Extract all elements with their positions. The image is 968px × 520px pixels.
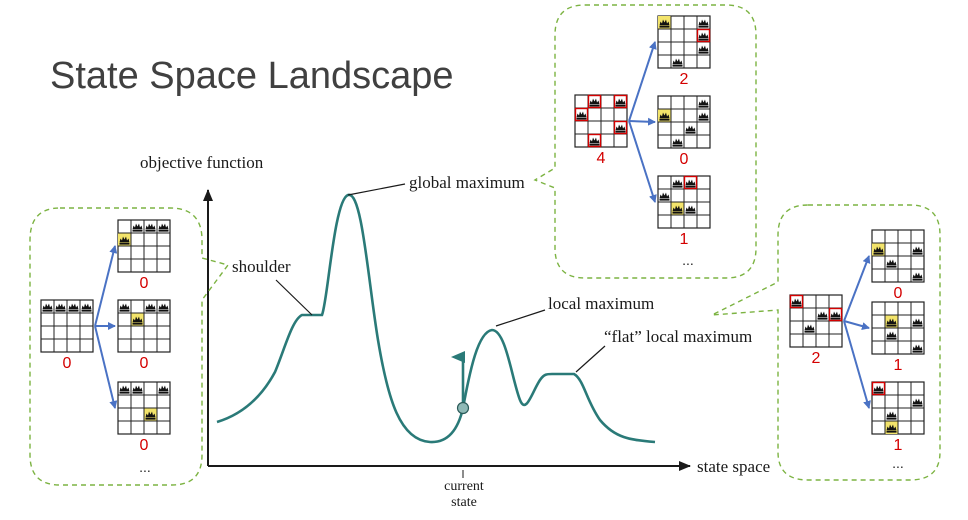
- current-state-label-line2: state: [451, 495, 477, 510]
- top-child-board-1: 0: [657, 95, 711, 168]
- flat-local-maximum-leader: [575, 345, 606, 373]
- attacked-queen-marker: [683, 175, 698, 190]
- annotations: global maximum shoulder local maximum “f…: [232, 173, 752, 373]
- objective-curve: [216, 193, 656, 444]
- right-root-board: 2: [789, 294, 843, 367]
- transition-arrow: [628, 120, 657, 203]
- top-child-board-2: 1: [657, 175, 711, 248]
- board-score: 1: [894, 437, 903, 454]
- attacked-queen-marker: [871, 381, 886, 396]
- local-maximum-label: local maximum: [548, 294, 654, 313]
- top-bubble-boards: 4 2 0 1...: [574, 15, 711, 268]
- left-child-board-1: 0: [117, 299, 171, 372]
- shoulder-leader: [275, 279, 313, 316]
- more-boards-ellipsis: ...: [139, 459, 151, 475]
- attacked-queen-marker: [789, 294, 804, 309]
- attacked-queen-marker: [613, 120, 628, 135]
- global-maximum-leader: [347, 183, 406, 196]
- board-score: 0: [140, 275, 149, 292]
- left-root-board: 0: [40, 299, 94, 372]
- top-callout-bubble: [533, 4, 757, 279]
- attacked-queen-marker: [574, 107, 589, 122]
- left-child-board-0: 0: [117, 219, 171, 292]
- board-score: 0: [63, 355, 72, 372]
- board-score: 0: [894, 285, 903, 302]
- board-score: 1: [680, 231, 689, 248]
- left-callout-bubble: [29, 207, 230, 486]
- transition-arrow: [628, 117, 656, 126]
- right-bubble-boards: 2 0 1 1...: [789, 229, 925, 471]
- board-score: 1: [894, 357, 903, 374]
- left-child-board-2: 0: [117, 381, 171, 454]
- x-axis-label: state space: [697, 457, 770, 476]
- more-boards-ellipsis: ...: [682, 252, 694, 268]
- right-child-board-0: 0: [871, 229, 925, 302]
- right-callout-bubble: [711, 204, 941, 481]
- board-score: 2: [812, 350, 821, 367]
- board-score: 4: [597, 150, 606, 167]
- slide-title: State Space Landscape: [50, 55, 454, 97]
- shoulder-label: shoulder: [232, 257, 291, 276]
- global-maximum-label: global maximum: [409, 173, 525, 192]
- transition-arrow: [94, 245, 118, 327]
- flat-local-maximum-label: “flat” local maximum: [604, 327, 752, 346]
- current-state-label-line1: current: [444, 479, 484, 494]
- current-state-dot: [456, 401, 470, 415]
- right-child-board-2: 1: [871, 381, 925, 454]
- attacked-queen-marker: [587, 133, 602, 148]
- local-maximum-leader: [495, 309, 546, 327]
- more-boards-ellipsis: ...: [892, 455, 904, 471]
- transition-arrow: [843, 255, 871, 322]
- board-score: 0: [680, 151, 689, 168]
- board-score: 0: [140, 437, 149, 454]
- transition-arrow: [94, 325, 118, 409]
- y-axis-label: objective function: [140, 153, 264, 172]
- attacked-queen-marker: [696, 28, 711, 43]
- top-child-board-0: 2: [657, 15, 711, 88]
- board-score: 0: [140, 355, 149, 372]
- transition-arrow: [843, 320, 871, 409]
- top-root-board: 4: [574, 94, 628, 167]
- right-child-board-1: 1: [871, 301, 925, 374]
- attacked-queen-marker: [828, 307, 843, 322]
- transition-arrow: [843, 320, 870, 330]
- left-bubble-boards: 0 0 0 0...: [40, 219, 171, 475]
- transition-arrow: [628, 41, 657, 122]
- board-score: 2: [680, 71, 689, 88]
- attacked-queen-marker: [587, 94, 602, 109]
- chart-axes: objective function state space current s…: [140, 153, 770, 510]
- attacked-queen-marker: [613, 94, 628, 109]
